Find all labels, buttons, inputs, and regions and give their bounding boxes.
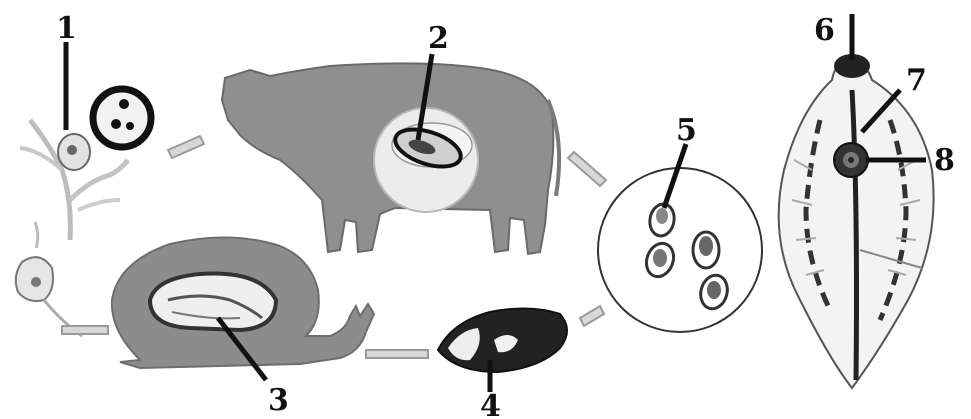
label-1: 1 [56,11,77,46]
miracidium [438,308,567,372]
egg [693,232,719,268]
label-4: 4 [480,389,501,419]
label-7: 7 [906,63,927,98]
label-5: 5 [676,113,697,148]
arrow [366,350,428,358]
eggs-inset [598,168,762,332]
label-8: 8 [934,143,955,178]
label-6: 6 [814,13,835,48]
arrow [168,136,204,158]
arrow [568,152,606,186]
arrow [580,306,604,326]
metacercaria-cyst [93,89,151,147]
arrow [62,326,108,334]
adult-liver-fluke [779,54,934,388]
label-3: 3 [268,383,289,418]
label-2: 2 [428,21,449,56]
encysted-cercaria [58,134,90,170]
